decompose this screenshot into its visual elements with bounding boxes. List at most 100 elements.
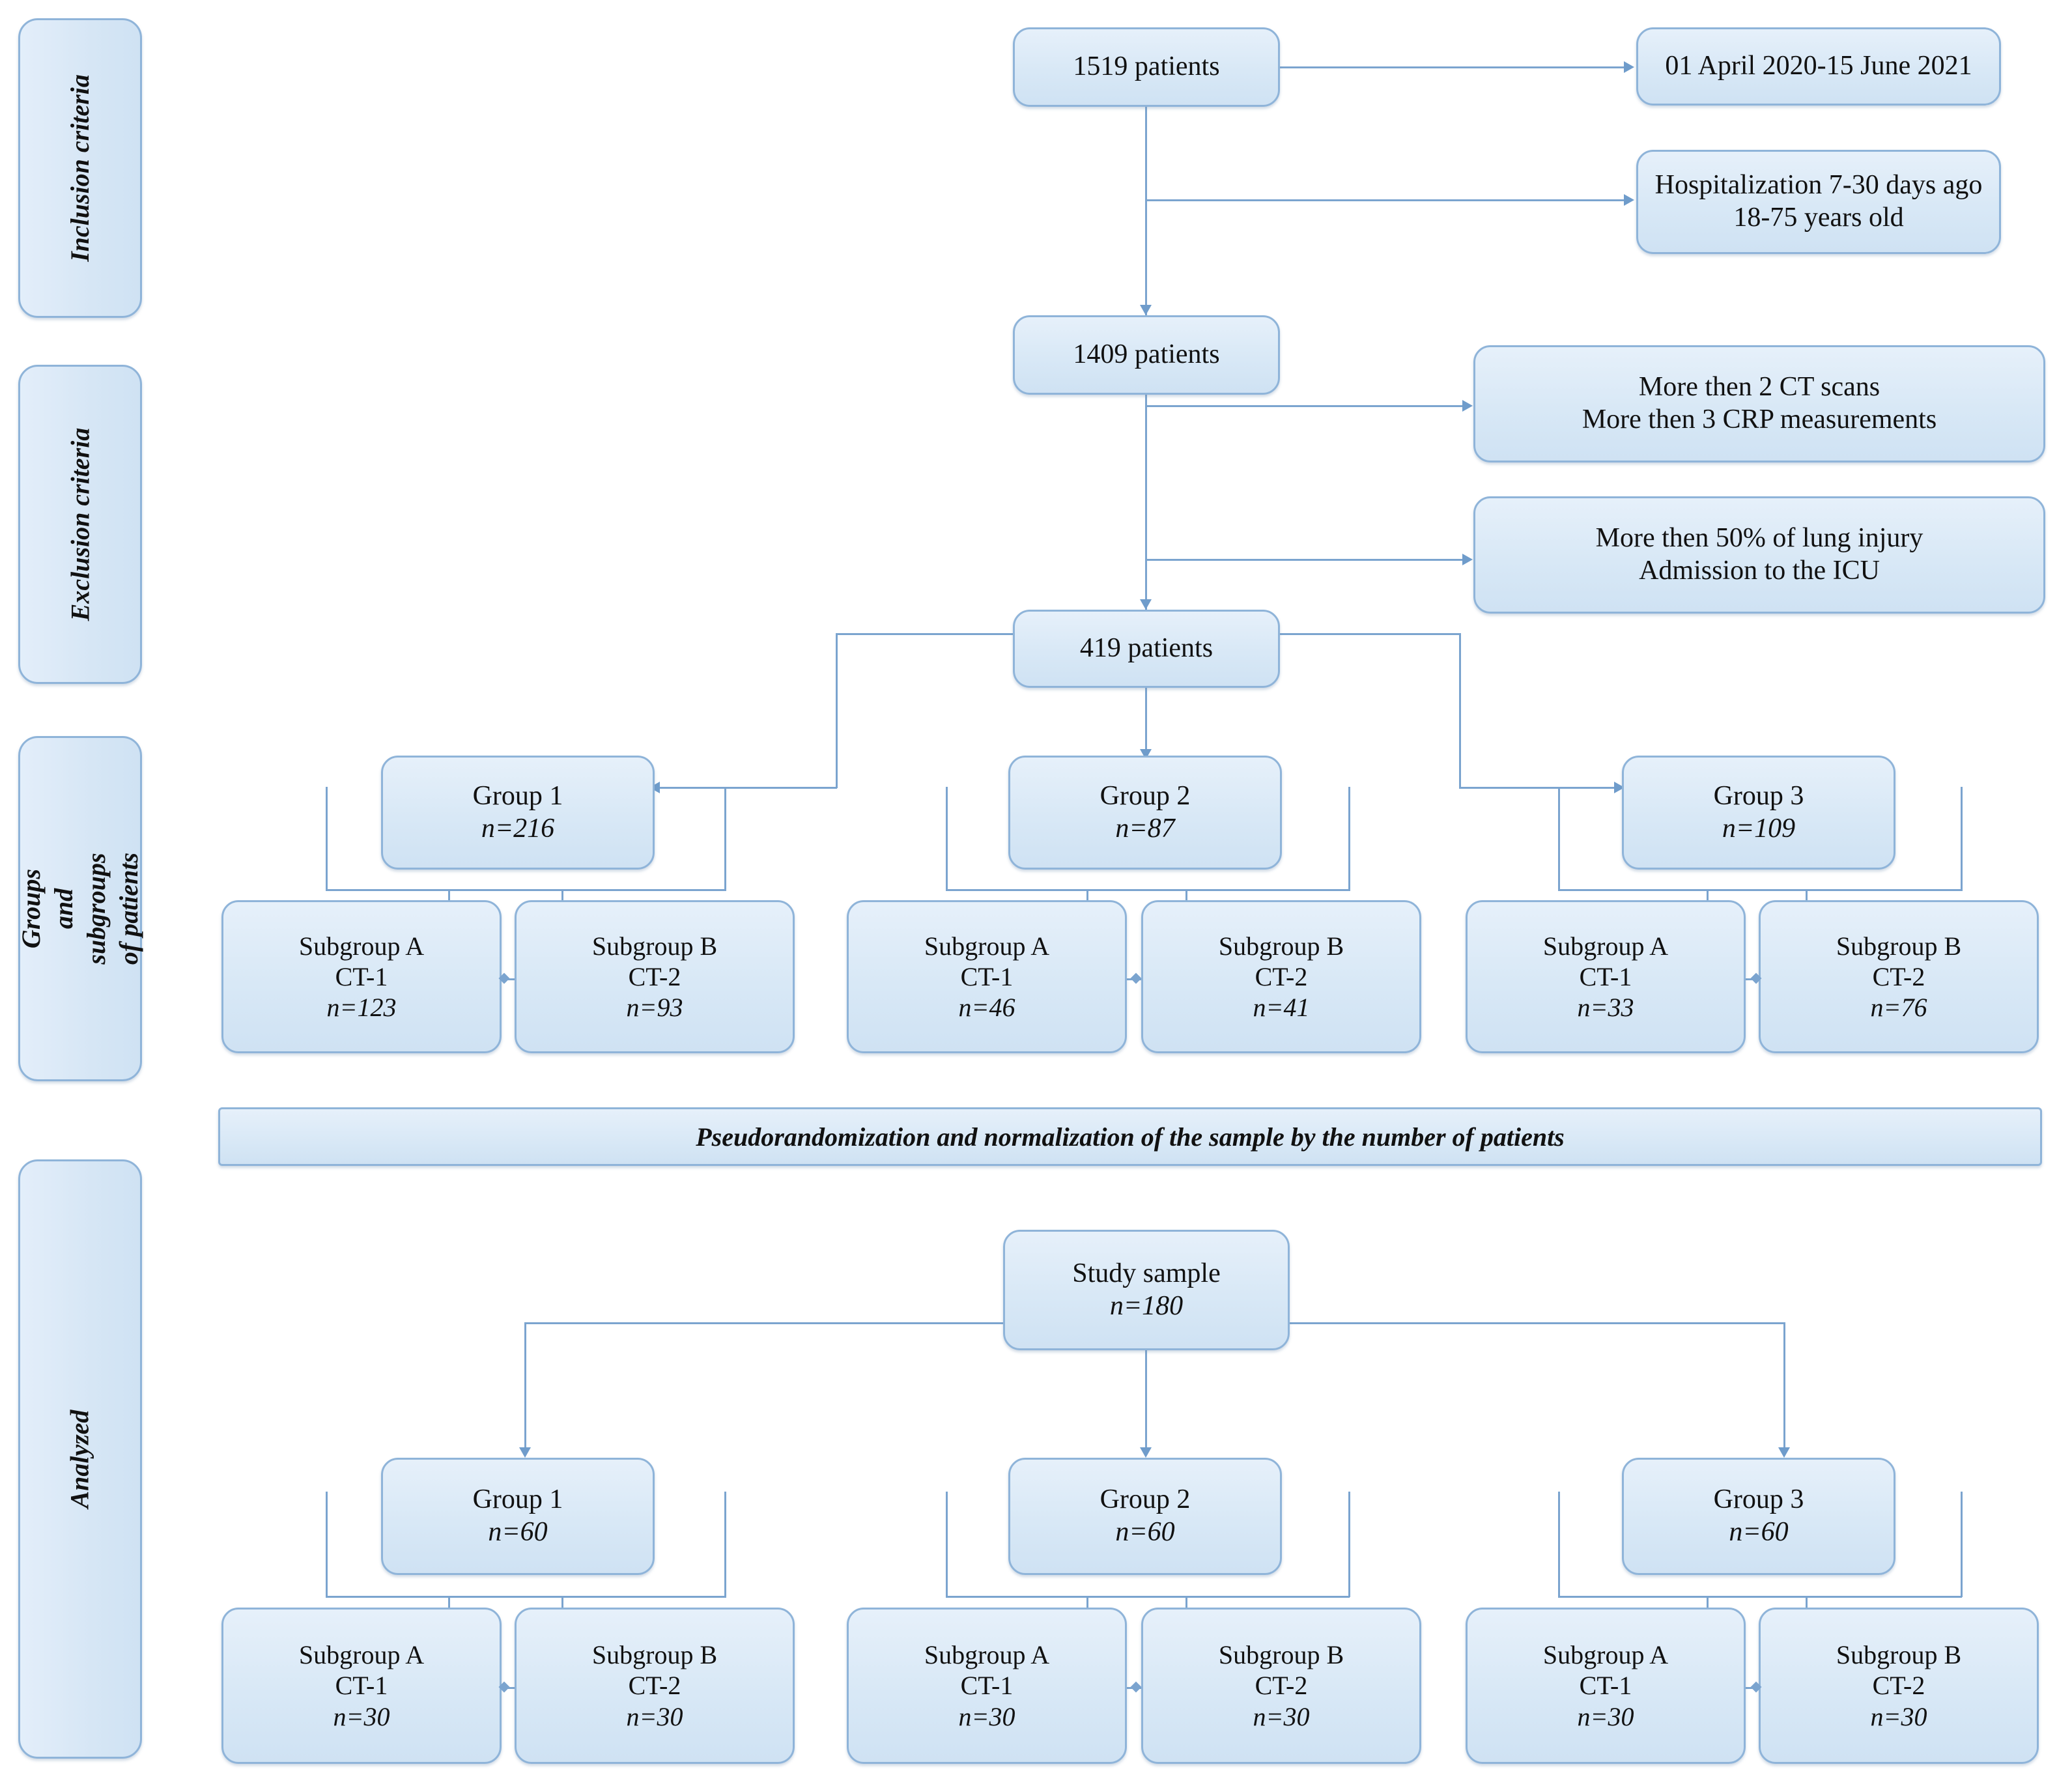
node-group-3-analyzed[interactable]: Group 3 n=60 <box>1622 1458 1895 1575</box>
node-label-group: Group 3 n=109 <box>1714 780 1804 845</box>
arrow-down-icon <box>1140 1447 1152 1458</box>
subgroup-title: Subgroup A <box>924 931 1050 961</box>
node-after-inclusion[interactable]: 1409 patients <box>1013 315 1280 395</box>
sidebar-item-exclusion-criteria[interactable]: Exclusion criteria <box>18 365 142 684</box>
group-count: n=60 <box>1115 1517 1175 1547</box>
subgroup-ct: CT-1 <box>335 961 388 991</box>
connector-line <box>1558 889 1962 891</box>
node-group-3-subgroup-a-raw[interactable]: Subgroup A CT-1 n=33 <box>1466 900 1746 1053</box>
group-title: Group 1 <box>472 1484 563 1515</box>
sidebar-item-label: Inclusion criteria <box>65 74 94 262</box>
group-count: n=60 <box>1729 1517 1789 1547</box>
node-group-2-subgroup-a-raw[interactable]: Subgroup A CT-1 n=46 <box>847 900 1127 1053</box>
connector-line <box>836 633 838 788</box>
node-label-group: Group 1 n=216 <box>473 780 563 845</box>
subgroup-count: n=30 <box>1253 1701 1310 1731</box>
subgroup-ct: CT-1 <box>960 961 1014 991</box>
subgroup-ct: CT-2 <box>1255 961 1308 991</box>
connector-line <box>1459 787 1619 789</box>
connector-line <box>1961 787 1963 891</box>
node-group-1-analyzed[interactable]: Group 1 n=60 <box>381 1458 655 1575</box>
connector-line <box>724 1492 726 1597</box>
node-inclusion-criteria-2[interactable]: Hospitalization 7-30 days ago 18-75 year… <box>1636 150 2001 254</box>
group-count: n=60 <box>488 1517 548 1547</box>
connector-line <box>1145 395 1147 610</box>
node-label-group: Subgroup B CT-2 n=30 <box>1219 1639 1344 1732</box>
node-group-3-subgroup-b-analyzed[interactable]: Subgroup B CT-2 n=30 <box>1759 1608 2039 1764</box>
study-sample-count: n=180 <box>1109 1290 1184 1321</box>
subgroup-count: n=30 <box>1577 1701 1634 1731</box>
node-label-group: Subgroup A CT-1 n=30 <box>924 1639 1049 1732</box>
sidebar-item-analyzed[interactable]: Analyzed <box>18 1159 142 1759</box>
node-label-group: Subgroup B CT-2 n=76 <box>1836 931 1961 1023</box>
node-label-group: Subgroup B CT-2 n=30 <box>592 1639 717 1732</box>
node-group-1-raw[interactable]: Group 1 n=216 <box>381 756 655 870</box>
node-after-exclusion[interactable]: 419 patients <box>1013 610 1280 688</box>
sidebar-item-groups-and-subgroups[interactable]: Groups and subgroups of patients <box>16 736 143 1081</box>
node-study-sample[interactable]: Study sample n=180 <box>1003 1230 1290 1350</box>
arrow-right-icon <box>1462 554 1473 565</box>
node-group-1-subgroup-b-raw[interactable]: Subgroup B CT-2 n=93 <box>515 900 795 1053</box>
node-group-3-raw[interactable]: Group 3 n=109 <box>1622 756 1895 870</box>
node-group-3-subgroup-a-analyzed[interactable]: Subgroup A CT-1 n=30 <box>1466 1608 1746 1764</box>
node-group-1-subgroup-a-raw[interactable]: Subgroup A CT-1 n=123 <box>221 900 502 1053</box>
subgroup-ct: CT-2 <box>1872 1671 1925 1701</box>
connector-line <box>326 1596 726 1598</box>
arrow-down-icon <box>1140 599 1152 610</box>
node-label-group: Group 2 n=60 <box>1100 1484 1191 1548</box>
node-group-2-analyzed[interactable]: Group 2 n=60 <box>1008 1458 1282 1575</box>
node-group-2-subgroup-b-analyzed[interactable]: Subgroup B CT-2 n=30 <box>1141 1608 1421 1764</box>
connector-line <box>1145 688 1147 759</box>
connector-line <box>1558 1492 1560 1597</box>
sidebar-item-label: Groups and subgroups of patients <box>16 852 143 965</box>
node-label-line2: 18-75 years old <box>1733 203 1904 233</box>
subgroup-title: Subgroup A <box>1542 1640 1669 1670</box>
subgroup-ct: CT-2 <box>1872 961 1925 991</box>
subgroup-ct: CT-1 <box>1579 1671 1632 1701</box>
node-date-range[interactable]: 01 April 2020-15 June 2021 <box>1636 27 2001 106</box>
node-group-2-subgroup-a-analyzed[interactable]: Subgroup A CT-1 n=30 <box>847 1608 1127 1764</box>
group-title: Group 2 <box>1100 780 1191 811</box>
subgroup-count: n=41 <box>1253 993 1310 1023</box>
connector-line <box>1279 633 1461 635</box>
subgroup-count: n=76 <box>1870 993 1927 1023</box>
node-group-1-subgroup-b-analyzed[interactable]: Subgroup B CT-2 n=30 <box>515 1608 795 1764</box>
node-label-line1: More then 2 CT scans <box>1638 372 1880 403</box>
node-label: 1409 patients <box>1073 339 1220 370</box>
subgroup-title: Subgroup A <box>298 931 425 961</box>
node-total-patients[interactable]: 1519 patients <box>1013 27 1280 107</box>
node-group-3-subgroup-b-raw[interactable]: Subgroup B CT-2 n=76 <box>1759 900 2039 1053</box>
node-label-group: Subgroup A CT-1 n=30 <box>299 1639 424 1732</box>
subgroup-ct: CT-2 <box>1255 1671 1308 1701</box>
node-label-group: Subgroup B CT-2 n=93 <box>592 931 717 1023</box>
connector-line <box>946 787 948 891</box>
group-count: n=216 <box>481 813 555 844</box>
group-title: Group 3 <box>1713 1484 1804 1515</box>
node-label-line2: Admission to the ICU <box>1639 556 1880 586</box>
node-label-group: Subgroup A CT-1 n=123 <box>299 931 424 1023</box>
node-exclusion-criteria-1[interactable]: More then 2 CT scans More then 3 CRP mea… <box>1473 345 2045 462</box>
sidebar-item-inclusion-criteria[interactable]: Inclusion criteria <box>18 18 142 318</box>
node-label-group: Study sample n=180 <box>1072 1258 1221 1322</box>
subgroup-title: Subgroup B <box>591 1640 718 1670</box>
node-group-1-subgroup-a-analyzed[interactable]: Subgroup A CT-1 n=30 <box>221 1608 502 1764</box>
pseudorandomization-banner[interactable]: Pseudorandomization and normalization of… <box>218 1107 2042 1166</box>
arrow-down-icon <box>1778 1447 1790 1458</box>
node-label-group: More then 50% of lung injury Admission t… <box>1596 522 1923 587</box>
sidebar-item-label: Exclusion criteria <box>65 427 95 621</box>
connector-line <box>1145 559 1464 561</box>
group-title: Group 1 <box>472 780 563 811</box>
connector-line <box>1459 633 1461 788</box>
node-group-2-subgroup-b-raw[interactable]: Subgroup B CT-2 n=41 <box>1141 900 1421 1053</box>
arrow-right-icon <box>1624 61 1634 73</box>
subgroup-ct: CT-1 <box>960 1671 1014 1701</box>
connector-line <box>651 787 837 789</box>
connector-line <box>724 787 726 891</box>
node-group-2-raw[interactable]: Group 2 n=87 <box>1008 756 1282 870</box>
group-count: n=87 <box>1115 813 1175 844</box>
node-label-group: More then 2 CT scans More then 3 CRP mea… <box>1582 371 1937 436</box>
subgroup-ct: CT-2 <box>628 1671 681 1701</box>
connector-line <box>1348 787 1350 891</box>
junction-dot-icon <box>1130 972 1142 984</box>
node-exclusion-criteria-2[interactable]: More then 50% of lung injury Admission t… <box>1473 496 2045 614</box>
